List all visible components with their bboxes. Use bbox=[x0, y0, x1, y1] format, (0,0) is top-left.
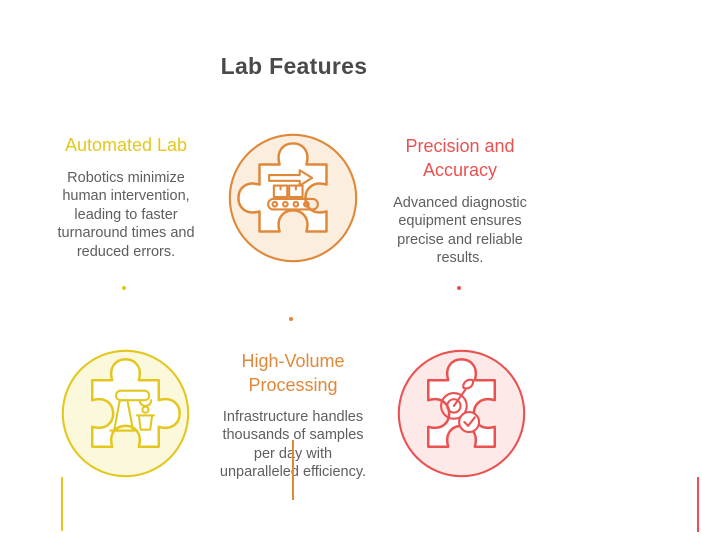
arrow-right-shape bbox=[268, 169, 314, 187]
check-mark bbox=[463, 416, 476, 427]
target-inner-ring bbox=[446, 398, 462, 414]
check-circle bbox=[458, 411, 481, 434]
accent-line-orange bbox=[292, 440, 294, 500]
accent-line-yellow bbox=[61, 477, 63, 531]
connector-dot-orange bbox=[289, 317, 293, 321]
robotic-arm-puzzle-icon bbox=[61, 349, 190, 478]
beaker-shape bbox=[135, 414, 156, 431]
target-outer-ring bbox=[440, 392, 468, 420]
puzzle-piece-shape bbox=[91, 358, 181, 448]
dart-shaft bbox=[452, 388, 467, 407]
page-title: Lab Features bbox=[220, 53, 368, 79]
conveyor-belt-puzzle-icon bbox=[228, 133, 358, 263]
dart-flight bbox=[462, 378, 475, 390]
accent-line-red bbox=[697, 477, 699, 532]
feature-description-high-volume: Infrastructure handles thousands of samp… bbox=[219, 409, 367, 481]
belt-shape bbox=[267, 197, 319, 211]
target-check-puzzle-icon bbox=[397, 349, 526, 478]
feature-title-automated-lab: Automated Lab bbox=[64, 135, 188, 155]
arm-shape bbox=[114, 389, 151, 402]
connector-dot-yellow bbox=[122, 286, 126, 290]
feature-description-precision-accuracy: Advanced diagnostic equipment ensures pr… bbox=[393, 195, 527, 267]
feature-title-high-volume: High-Volume Processing bbox=[241, 351, 345, 395]
feature-description-automated-lab: Robotics minimize human intervention, le… bbox=[57, 170, 195, 260]
feature-title-precision-accuracy: Precision and Accuracy bbox=[405, 136, 515, 180]
connector-dot-red bbox=[457, 286, 461, 290]
